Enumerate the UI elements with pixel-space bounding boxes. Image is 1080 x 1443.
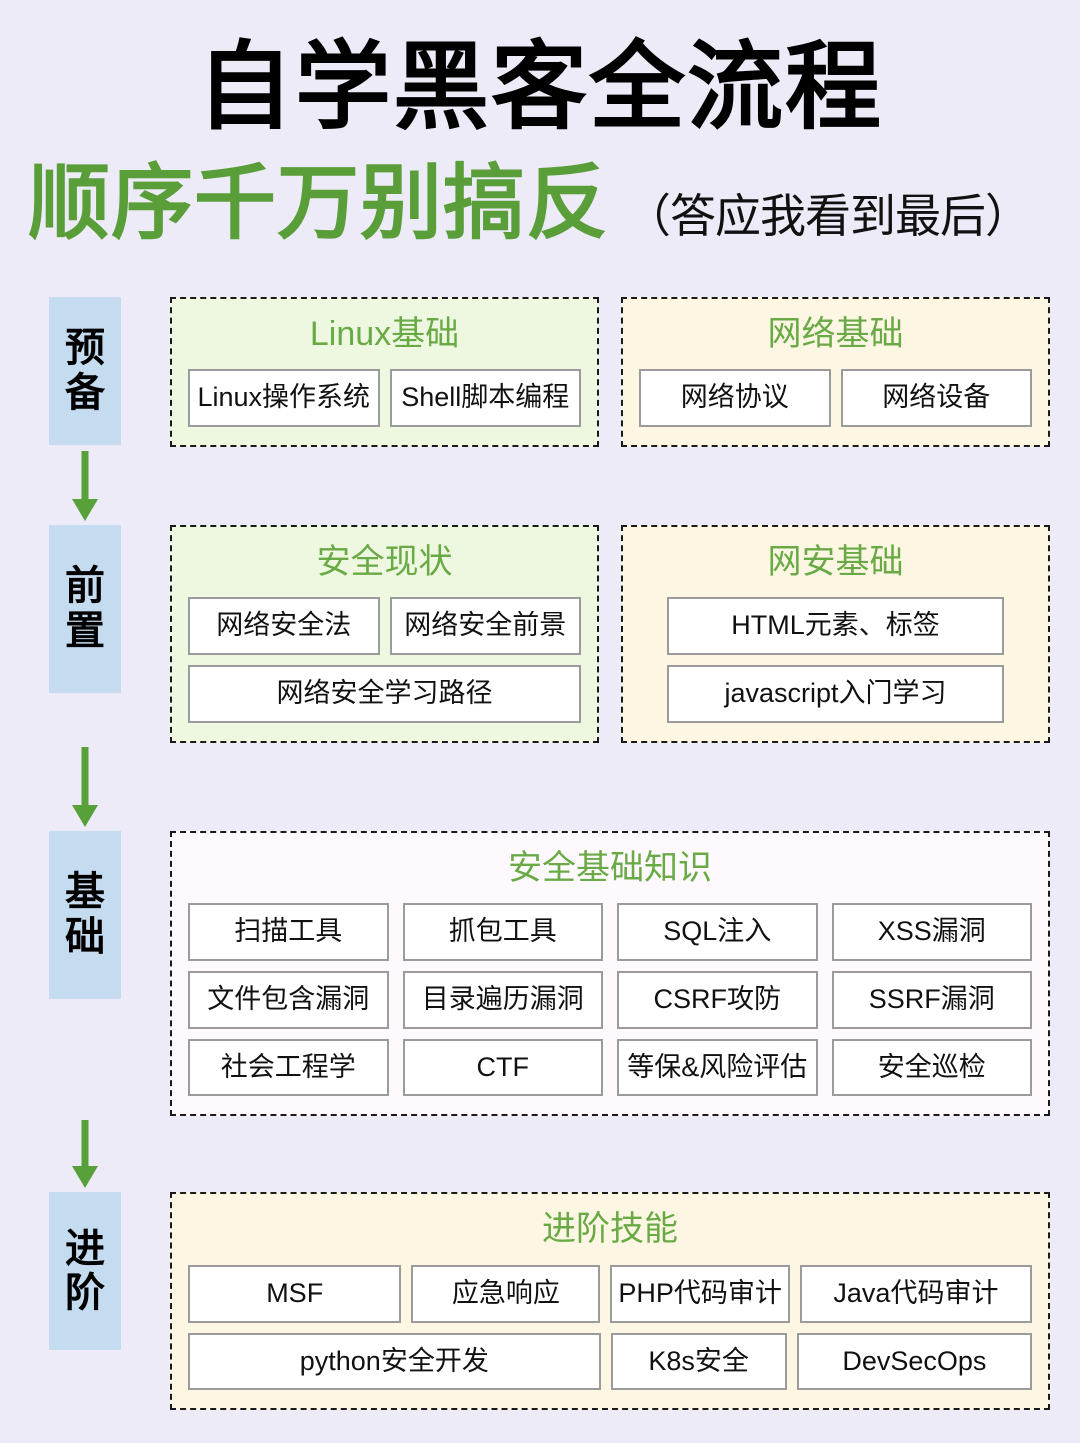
rail-basic: 基 础 xyxy=(0,830,170,1117)
arrow-row-3 xyxy=(0,1116,1050,1192)
panel-security-status[interactable]: 安全现状 网络安全法 网络安全前景 网络安全学习路径 xyxy=(170,524,599,743)
topic-chip[interactable]: SQL注入 xyxy=(617,903,818,962)
topic-chip[interactable]: Linux操作系统 xyxy=(188,369,380,427)
panel-title: 安全基础知识 xyxy=(508,848,712,887)
arrow-row-spacer xyxy=(170,1116,1050,1192)
panel-linux-basics[interactable]: Linux基础 Linux操作系统 Shell脚本编程 xyxy=(170,296,599,447)
topic-chip[interactable]: 网络安全前景 xyxy=(389,597,581,656)
panel-items: HTML元素、标签 javascript入门学习 xyxy=(639,597,1032,723)
topic-chip[interactable]: python安全开发 xyxy=(188,1332,601,1391)
panel-title: Linux基础 xyxy=(309,314,460,353)
stage-char: 础 xyxy=(65,914,105,959)
topic-chip[interactable]: CTF xyxy=(402,1038,603,1097)
rail-arrow-1 xyxy=(0,447,170,525)
arrow-row-spacer xyxy=(170,743,1050,831)
rail-arrow-3 xyxy=(0,1116,170,1192)
topic-chip[interactable]: Shell脚本编程 xyxy=(389,369,581,427)
stage-char: 置 xyxy=(65,608,105,653)
topic-chip[interactable]: 网络协议 xyxy=(639,369,831,427)
panel-advanced-skills[interactable]: 进阶技能 MSF 应急响应 PHP代码审计 Java代码审计 python安全开… xyxy=(170,1192,1050,1411)
panel-title: 网络基础 xyxy=(767,314,904,353)
subtitle-row: 顺序千万别搞反 （答应我看到最后） xyxy=(0,157,1080,249)
topic-chip[interactable]: CSRF攻防 xyxy=(617,971,818,1029)
panels-basic: 安全基础知识 扫描工具 抓包工具 SQL注入 XSS漏洞 文件包含漏洞 目录遍历… xyxy=(170,830,1050,1117)
panels-advanced: 进阶技能 MSF 应急响应 PHP代码审计 Java代码审计 python安全开… xyxy=(170,1192,1050,1411)
arrow-row-1 xyxy=(0,447,1050,525)
panel-items: 扫描工具 抓包工具 SQL注入 XSS漏洞 文件包含漏洞 目录遍历漏洞 CSRF… xyxy=(188,903,1032,1097)
panel-title: 网安基础 xyxy=(767,542,904,581)
rail-pre: 前 置 xyxy=(0,524,170,743)
stage-chip-pre[interactable]: 前 置 xyxy=(49,524,121,693)
topic-chip[interactable]: 网络设备 xyxy=(840,369,1032,427)
topic-chip[interactable]: 网络安全法 xyxy=(188,597,380,656)
panel-items: Linux操作系统 Shell脚本编程 xyxy=(188,369,581,427)
subtitle-note: （答应我看到最后） xyxy=(625,189,1031,242)
stage-chip-prep[interactable]: 预 备 xyxy=(49,296,121,445)
roadmap-flow: 预 备 Linux基础 Linux操作系统 Shell脚本编程 网络基础 网络协… xyxy=(0,296,1080,1411)
topic-chip[interactable]: 扫描工具 xyxy=(188,903,389,962)
topic-chip[interactable]: DevSecOps xyxy=(796,1332,1032,1391)
stage-chip-basic[interactable]: 基 础 xyxy=(49,830,121,999)
topic-chip[interactable]: 安全巡检 xyxy=(831,1038,1032,1097)
header: 自学黑客全流程 顺序千万别搞反 （答应我看到最后） xyxy=(0,0,1080,245)
stage-row-pre: 前 置 安全现状 网络安全法 网络安全前景 网络安全学习路径 网安基础 HTML… xyxy=(0,524,1050,743)
panel-items: 网络协议 网络设备 xyxy=(639,369,1032,427)
panel-items: 网络安全法 网络安全前景 网络安全学习路径 xyxy=(188,597,581,723)
topic-chip[interactable]: XSS漏洞 xyxy=(831,903,1032,962)
stage-char: 阶 xyxy=(65,1271,105,1316)
topic-chip[interactable]: SSRF漏洞 xyxy=(831,971,1032,1029)
topic-chip[interactable]: PHP代码审计 xyxy=(610,1264,790,1323)
topic-chip[interactable]: 等保&风险评估 xyxy=(617,1038,818,1097)
topic-chip[interactable]: javascript入门学习 xyxy=(666,665,1005,723)
panel-title: 安全现状 xyxy=(316,542,453,581)
panel-websec-basics[interactable]: 网安基础 HTML元素、标签 javascript入门学习 xyxy=(621,524,1050,743)
topic-chip[interactable]: 目录遍历漏洞 xyxy=(402,971,603,1029)
panel-network-basics[interactable]: 网络基础 网络协议 网络设备 xyxy=(621,296,1050,447)
arrow-row-spacer xyxy=(170,447,1050,525)
arrow-row-2 xyxy=(0,743,1050,831)
topic-chip[interactable]: 应急响应 xyxy=(411,1264,601,1323)
topic-chip[interactable]: Java代码审计 xyxy=(799,1264,1033,1323)
stage-char: 进 xyxy=(65,1226,105,1271)
subtitle: 顺序千万别搞反 xyxy=(28,157,610,249)
panel-security-fundamentals[interactable]: 安全基础知识 扫描工具 抓包工具 SQL注入 XSS漏洞 文件包含漏洞 目录遍历… xyxy=(170,830,1050,1117)
panel-items-row: python安全开发 K8s安全 DevSecOps xyxy=(188,1332,1032,1391)
arrow-down-icon xyxy=(49,1116,121,1192)
stage-char: 基 xyxy=(65,870,105,915)
stage-row-basic: 基 础 安全基础知识 扫描工具 抓包工具 SQL注入 XSS漏洞 文件包含漏洞 … xyxy=(0,830,1050,1117)
rail-advanced: 进 阶 xyxy=(0,1192,170,1410)
panels-prep: Linux基础 Linux操作系统 Shell脚本编程 网络基础 网络协议 网络… xyxy=(170,296,1050,447)
topic-chip[interactable]: 网络安全学习路径 xyxy=(188,665,581,723)
topic-chip[interactable]: HTML元素、标签 xyxy=(666,597,1005,656)
stage-chip-advanced[interactable]: 进 阶 xyxy=(49,1192,121,1351)
rail-arrow-2 xyxy=(0,743,170,831)
topic-chip[interactable]: K8s安全 xyxy=(610,1332,787,1391)
arrow-down-icon xyxy=(49,743,121,831)
stage-row-prep: 预 备 Linux基础 Linux操作系统 Shell脚本编程 网络基础 网络协… xyxy=(0,296,1050,447)
page-title: 自学黑客全流程 xyxy=(197,34,883,141)
stage-row-advanced: 进 阶 进阶技能 MSF 应急响应 PHP代码审计 Java代码审计 pytho… xyxy=(0,1192,1050,1411)
topic-chip[interactable]: 抓包工具 xyxy=(402,903,603,962)
stage-char: 备 xyxy=(65,370,105,415)
panel-items-row: MSF 应急响应 PHP代码审计 Java代码审计 xyxy=(188,1264,1033,1323)
rail-prep: 预 备 xyxy=(0,296,170,447)
topic-chip[interactable]: 社会工程学 xyxy=(188,1038,389,1097)
panel-title: 进阶技能 xyxy=(542,1210,678,1249)
stage-char: 前 xyxy=(65,564,105,609)
stage-char: 预 xyxy=(65,326,105,370)
topic-chip[interactable]: MSF xyxy=(188,1264,402,1323)
topic-chip[interactable]: 文件包含漏洞 xyxy=(188,971,389,1029)
panels-pre: 安全现状 网络安全法 网络安全前景 网络安全学习路径 网安基础 HTML元素、标… xyxy=(170,524,1050,743)
arrow-down-icon xyxy=(49,447,121,525)
